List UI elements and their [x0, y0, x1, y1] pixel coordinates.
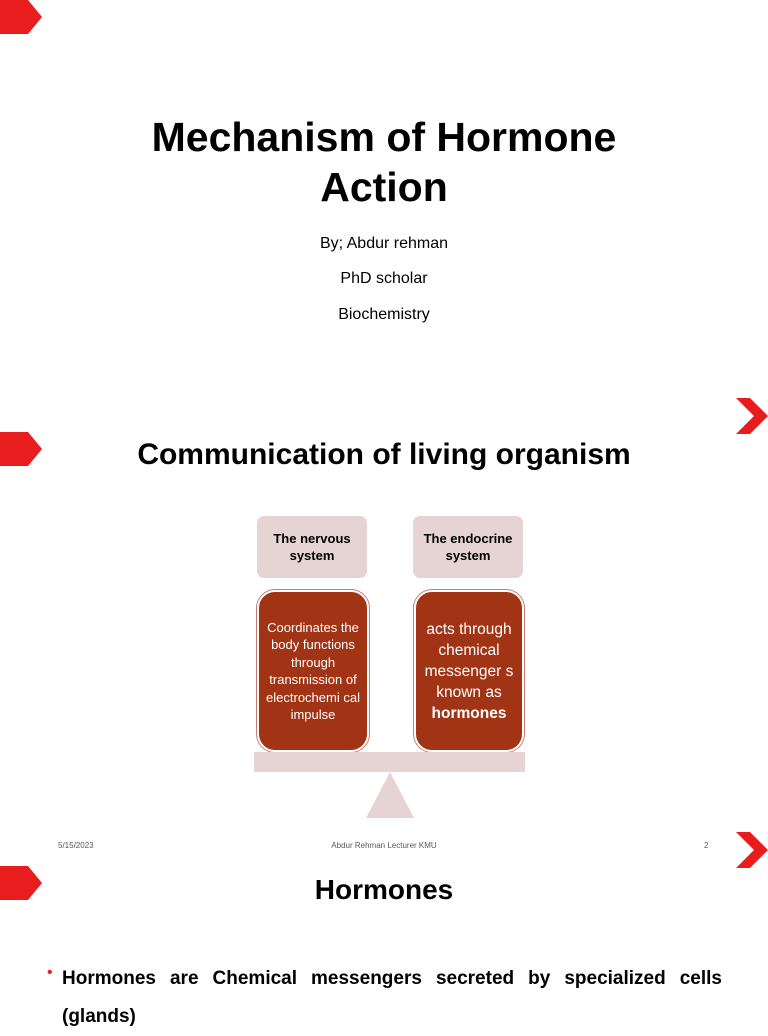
endocrine-system-label: The endocrine system: [423, 531, 513, 563]
slide-title: Communication of living organism: [137, 438, 631, 471]
presentation-title: Mechanism of Hormone Action: [151, 114, 617, 210]
nervous-system-header: The nervous system: [257, 516, 367, 578]
endocrine-description-text: acts through chemical messenger s known …: [424, 620, 514, 701]
chevron-right-icon: [736, 832, 768, 868]
red-arrow-tab-icon: [0, 432, 42, 466]
bullet-text: Hormones are Chemical messengers secrete…: [62, 968, 722, 1027]
footer-date: 5/15/2023: [58, 841, 94, 850]
red-arrow-tab-icon: [0, 866, 42, 900]
endocrine-system-header: The endocrine system: [413, 516, 523, 578]
endocrine-system-description: acts through chemical messenger s known …: [414, 590, 524, 752]
slide-communication: Communication of living organism The ner…: [0, 398, 768, 856]
hormones-emphasis: hormones: [431, 704, 507, 722]
chevron-right-icon: [736, 398, 768, 434]
slide-title: Hormones: [314, 874, 454, 905]
position-line: PhD scholar: [340, 270, 428, 287]
nervous-description-text: Coordinates the body functions through t…: [266, 619, 360, 723]
footer-author: Abdur Rehman Lecturer KMU: [331, 841, 437, 850]
department-line: Biochemistry: [338, 306, 430, 323]
author-line: By; Abdur rehman: [319, 235, 449, 252]
red-arrow-tab-icon: [0, 0, 42, 34]
slide-title: Mechanism of Hormone Action By; Abdur re…: [0, 0, 768, 398]
bullet-icon: •: [47, 964, 53, 981]
nervous-system-label: The nervous system: [273, 531, 351, 563]
nervous-system-description: Coordinates the body functions through t…: [257, 590, 369, 752]
balance-beam: [254, 752, 525, 772]
slide-hormones: Hormones • Hormones are Chemical messeng…: [0, 832, 768, 1027]
balance-fulcrum: [366, 772, 414, 818]
footer-page-number: 2: [704, 841, 709, 850]
